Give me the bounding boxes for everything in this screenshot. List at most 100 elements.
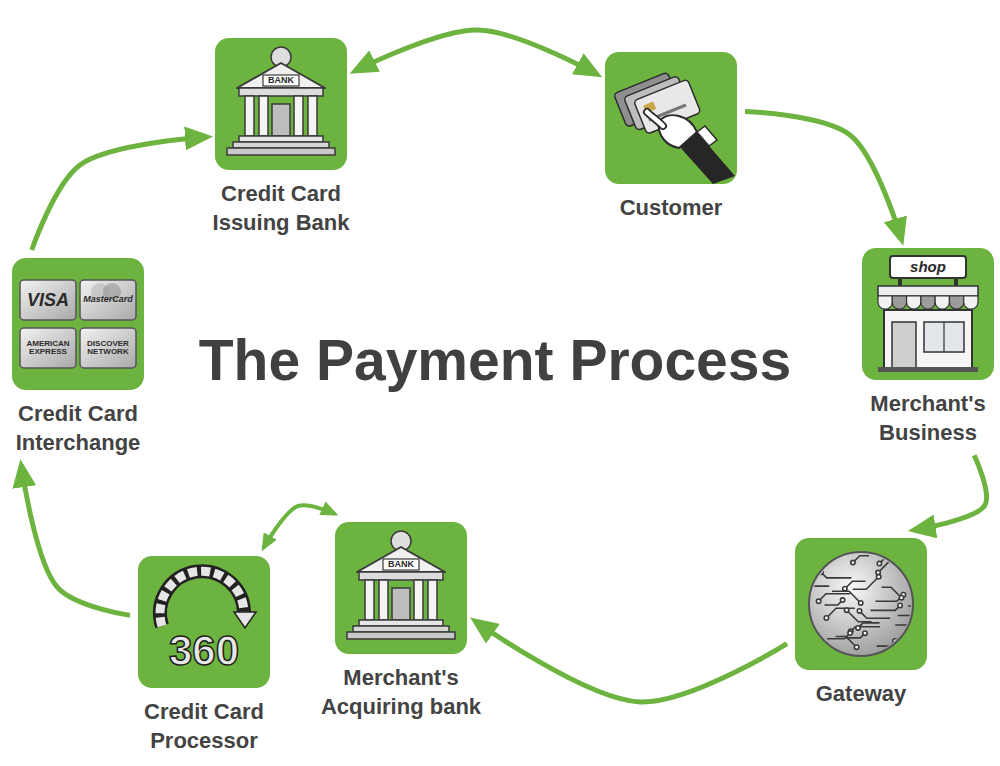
icon-shape — [854, 645, 858, 649]
icon-shape — [943, 322, 944, 352]
bank-icon — [335, 522, 467, 654]
icon-shape — [908, 598, 927, 606]
icon-shape — [647, 112, 663, 126]
icon-shape — [923, 604, 927, 608]
icon-shape — [892, 296, 906, 309]
icon-shape — [935, 296, 949, 309]
icon-shape — [856, 626, 860, 630]
logo-number: 360 — [148, 626, 260, 676]
icon-shape — [878, 296, 892, 309]
icon-shape — [795, 551, 813, 563]
flow-arrow — [263, 505, 335, 548]
icon-shape — [263, 75, 299, 86]
icon-shape — [227, 148, 335, 155]
icon-shape — [797, 549, 827, 560]
icon-shape — [392, 588, 410, 620]
icon-shape — [848, 631, 852, 635]
icon-shape — [379, 580, 388, 620]
card-logo: DISCOVER NETWORK — [82, 330, 134, 366]
icon-shape — [844, 608, 848, 612]
icon-tile — [605, 52, 737, 184]
gateway-icon — [795, 538, 927, 670]
icon-shape — [239, 136, 323, 142]
icon-shape — [798, 577, 802, 581]
node-label: Credit Card Processor — [129, 698, 279, 755]
flow-arrow — [355, 30, 597, 74]
node-label: Merchant's Acquiring bank — [311, 664, 491, 721]
icon-shape — [964, 296, 978, 309]
icon-shape — [899, 596, 903, 600]
icon-shape — [20, 328, 76, 368]
icon-shape — [800, 579, 830, 586]
icon-shape — [878, 367, 978, 372]
icon-shape — [878, 286, 978, 296]
icon-shape — [949, 296, 963, 309]
flow-arrow — [745, 111, 902, 240]
icon-shape — [877, 575, 881, 579]
icon-shape — [884, 310, 972, 368]
icon-shape — [924, 322, 964, 352]
icon-shape — [160, 571, 244, 626]
icon-shape — [795, 592, 810, 604]
diagram-title: The Payment Process — [95, 326, 895, 394]
icon-shape — [843, 587, 847, 591]
icon-shape — [907, 296, 921, 309]
node-label: Merchant's Business — [863, 390, 993, 447]
card-logo: AMERICAN EXPRESS — [22, 330, 74, 366]
icon-shape — [20, 280, 76, 320]
icon-shape — [882, 587, 902, 598]
icon-shape — [858, 623, 880, 628]
icon-shape — [877, 561, 881, 565]
icon-shape — [237, 63, 325, 88]
icon-shape — [921, 296, 935, 309]
customer-node: Customer — [605, 52, 737, 223]
icon-shape — [821, 572, 851, 578]
node-label: Credit Card Issuing Bank — [196, 180, 366, 237]
issuing-bank-node: BANKCredit Card Issuing Bank — [215, 38, 347, 237]
acquiring-bank-node: BANKMerchant's Acquiring bank — [335, 522, 467, 721]
icon-shape — [697, 126, 717, 146]
node-label: Credit Card Interchange — [3, 400, 153, 457]
icon-shape — [233, 142, 329, 148]
gateway-node: Gateway — [795, 538, 927, 709]
icon-tile: BANK — [215, 38, 347, 170]
icon-tile: 360 — [138, 556, 270, 688]
icon-shape — [918, 574, 922, 578]
icon-shape — [259, 96, 268, 136]
icon-shape — [659, 115, 697, 148]
bank-sign: BANK — [383, 559, 419, 570]
shop-sign: shop — [890, 256, 966, 278]
icon-shape — [357, 547, 445, 572]
icon-shape — [893, 639, 897, 643]
icon-shape — [816, 599, 820, 603]
icon-shape — [863, 631, 867, 635]
bank-icon — [215, 38, 347, 170]
icon-shape — [871, 606, 901, 611]
icon-shape — [851, 560, 855, 564]
icon-shape — [809, 552, 913, 656]
icon-shape — [954, 278, 958, 286]
customer-icon — [605, 52, 737, 184]
icon-shape — [878, 562, 912, 573]
interchange-node: VISAMasterCardAMERICAN EXPRESSDISCOVER N… — [12, 258, 144, 457]
icon-shape — [898, 603, 902, 607]
icon-tile: VISAMasterCardAMERICAN EXPRESSDISCOVER N… — [12, 258, 144, 390]
flow-arrow — [32, 137, 207, 250]
icon-tile: shop — [862, 248, 994, 380]
icon-shape — [860, 611, 891, 618]
icon-shape — [294, 96, 303, 136]
icon-shape — [819, 570, 823, 574]
icon-shape — [853, 577, 879, 590]
icon-shape — [892, 322, 916, 368]
icon-shape — [795, 546, 927, 649]
icon-shape — [80, 280, 136, 320]
icon-shape — [795, 552, 797, 556]
icon-shape — [898, 278, 902, 286]
merchant-node: shopMerchant's Business — [862, 248, 994, 447]
icon-shape — [272, 104, 290, 136]
icon-shape — [647, 112, 663, 126]
card-logo: MasterCard — [82, 282, 134, 318]
flow-arrow — [914, 455, 987, 530]
